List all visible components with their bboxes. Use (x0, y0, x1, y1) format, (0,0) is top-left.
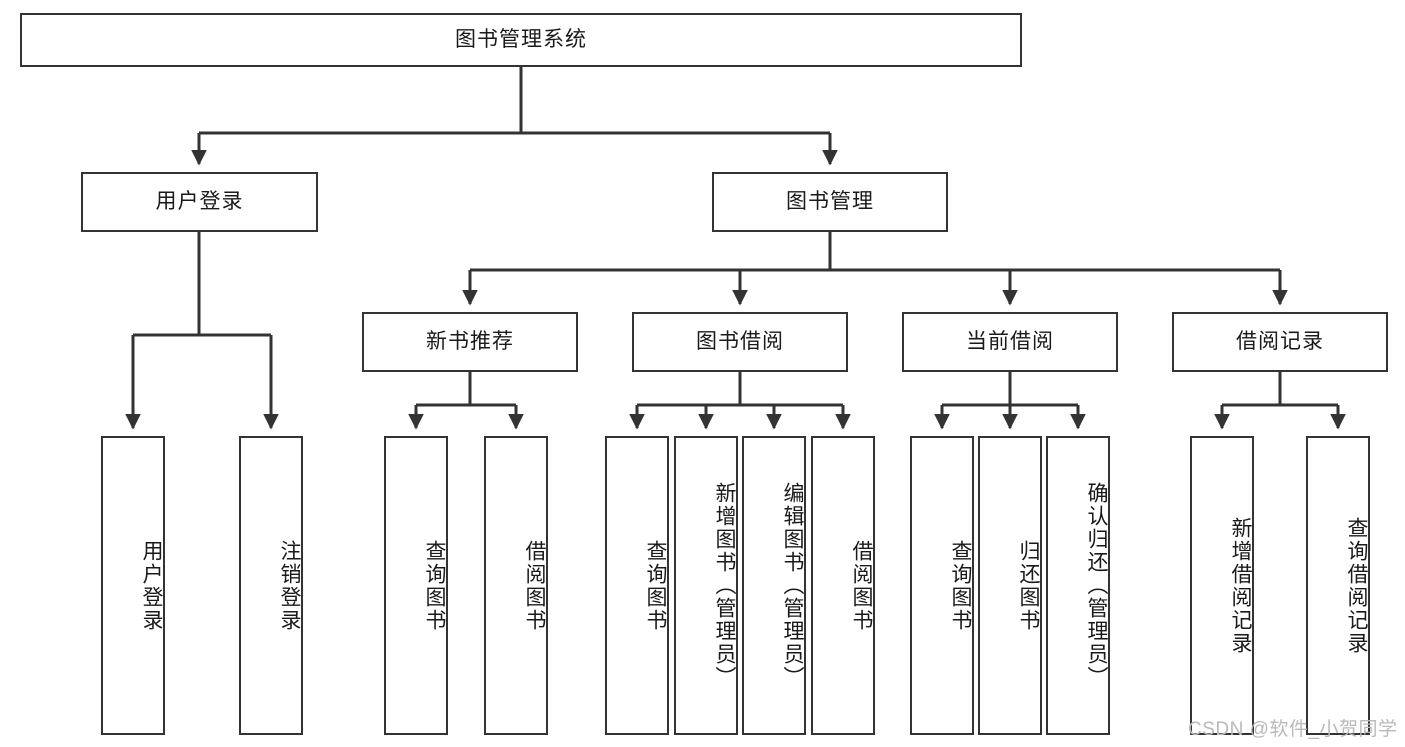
edge-currentborrow-bar-left (942, 372, 1012, 407)
leaf-edit-book-label: 编辑图书（管理员） (781, 482, 804, 689)
node-book-borrow-label: 图书借阅 (696, 330, 784, 354)
leaf-add-book-label: 新增图书（管理员） (713, 482, 736, 689)
edge-newbook-bar-left (416, 372, 472, 407)
leaf-query-book-2-label: 查询图书 (644, 539, 667, 632)
leaf-borrow-book-2[interactable]: 借阅图书 (811, 436, 875, 735)
edge-user-login-to-leaf1 (133, 232, 201, 337)
leaf-query-book-1[interactable]: 查询图书 (384, 436, 448, 735)
node-new-book-rec[interactable]: 新书推荐 (362, 312, 578, 372)
leaf-add-book[interactable]: 新增图书（管理员） (674, 436, 738, 735)
leaf-add-record[interactable]: 新增借阅记录 (1190, 436, 1254, 735)
edge-bookborrow-bar-left (637, 372, 742, 407)
node-book-manage[interactable]: 图书管理 (712, 172, 948, 232)
leaf-user-login-label: 用户登录 (140, 539, 163, 632)
leaf-logout-login[interactable]: 注销登录 (239, 436, 303, 735)
edge-root-to-user-login (199, 67, 523, 135)
leaf-borrow-book-1-label: 借阅图书 (523, 539, 546, 632)
edge-borrowrecord-bar-left (1222, 372, 1282, 407)
leaf-query-book-3-label: 查询图书 (949, 539, 972, 632)
node-borrow-record[interactable]: 借阅记录 (1172, 312, 1388, 372)
leaf-query-book-2[interactable]: 查询图书 (605, 436, 669, 735)
leaf-add-record-label: 新增借阅记录 (1229, 516, 1252, 655)
node-user-login[interactable]: 用户登录 (81, 172, 318, 232)
node-borrow-record-label: 借阅记录 (1236, 330, 1324, 354)
node-root[interactable]: 图书管理系统 (20, 13, 1022, 67)
leaf-query-book-1-label: 查询图书 (423, 539, 446, 632)
node-new-book-rec-label: 新书推荐 (426, 330, 514, 354)
node-root-label: 图书管理系统 (455, 28, 587, 52)
leaf-query-book-3[interactable]: 查询图书 (910, 436, 974, 735)
leaf-query-record-label: 查询借阅记录 (1345, 516, 1368, 655)
leaf-borrow-book-2-label: 借阅图书 (850, 539, 873, 632)
node-user-login-label: 用户登录 (155, 190, 244, 214)
node-book-borrow[interactable]: 图书借阅 (632, 312, 848, 372)
leaf-query-record[interactable]: 查询借阅记录 (1306, 436, 1370, 735)
leaf-confirm-return[interactable]: 确认归还（管理员） (1046, 436, 1110, 735)
leaf-logout-login-label: 注销登录 (278, 539, 301, 632)
edge-book-manage-bar-left (470, 232, 832, 272)
leaf-return-book[interactable]: 归还图书 (978, 436, 1042, 735)
node-current-borrow-label: 当前借阅 (966, 330, 1054, 354)
csdn-watermark: CSDN @软件_小贺同学 (1188, 719, 1398, 740)
leaf-edit-book[interactable]: 编辑图书（管理员） (742, 436, 806, 735)
leaf-confirm-return-label: 确认归还（管理员） (1085, 482, 1108, 689)
leaf-borrow-book-1[interactable]: 借阅图书 (484, 436, 548, 735)
node-current-borrow[interactable]: 当前借阅 (902, 312, 1118, 372)
leaf-user-login[interactable]: 用户登录 (101, 436, 165, 735)
node-book-manage-label: 图书管理 (786, 190, 874, 214)
leaf-return-book-label: 归还图书 (1017, 539, 1040, 632)
